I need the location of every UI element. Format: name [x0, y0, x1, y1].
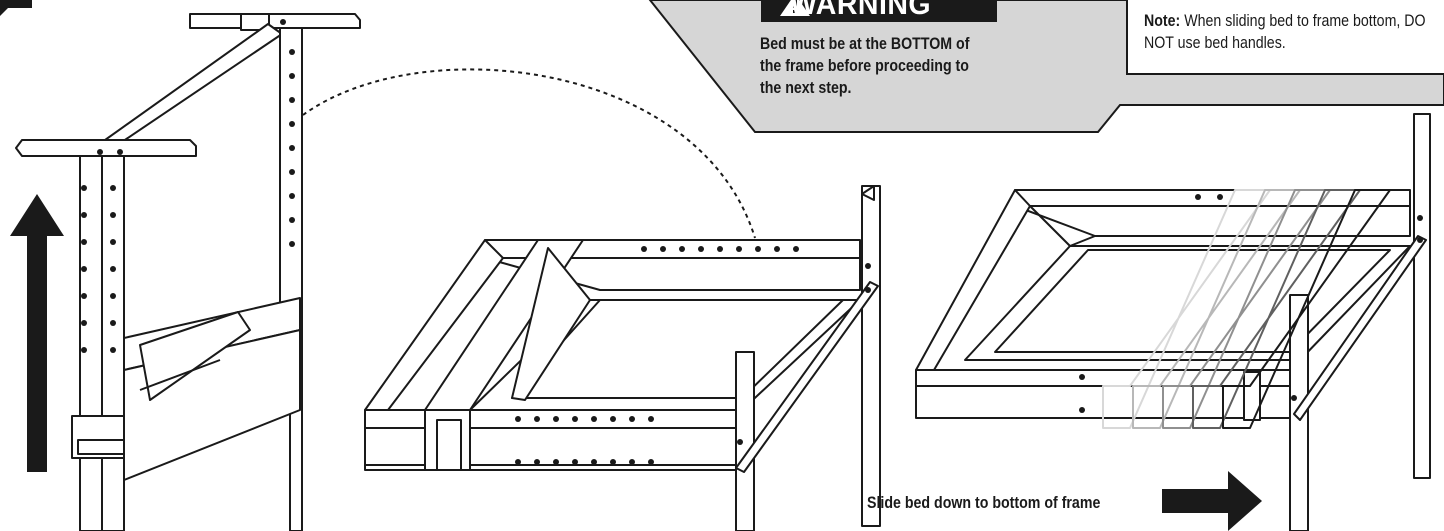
- right-bed-holes: [1079, 194, 1423, 413]
- middle-bed-frame: [364, 185, 881, 531]
- warning-badge: [761, 0, 997, 22]
- up-arrow-icon: [10, 194, 64, 472]
- step-corner-marker: [0, 0, 32, 16]
- vertical-frame: [15, 13, 361, 531]
- sliding-strap-ghosts: [1102, 189, 1391, 429]
- warning-triangle-icon: [780, 0, 810, 16]
- note-text: Note: When sliding bed to frame bottom, …: [1144, 10, 1428, 54]
- note-body: When sliding bed to frame bottom, DO NOT…: [1144, 12, 1426, 52]
- note-box: [1126, 0, 1444, 75]
- slide-caption: Slide bed down to bottom of frame: [867, 494, 1101, 512]
- middle-bed-holes: [515, 246, 871, 465]
- warning-title: WARNING: [790, 0, 932, 21]
- note-label: Note:: [1144, 12, 1181, 30]
- right-bed-frame: [915, 113, 1431, 531]
- dashed-arc: [302, 68, 756, 239]
- warning-body: Bed must be at the BOTTOM of the frame b…: [760, 35, 970, 97]
- vertical-frame-holes: [81, 19, 295, 353]
- right-arrow-icon: [1162, 471, 1262, 531]
